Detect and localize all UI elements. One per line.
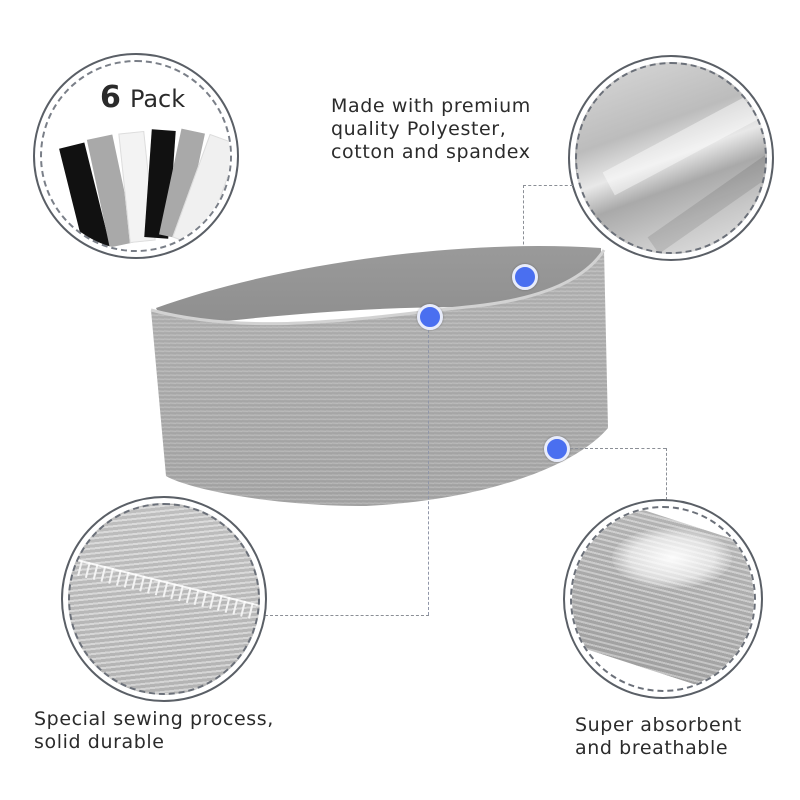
headband-stack-image <box>59 124 230 250</box>
sewing-closeup-circle <box>61 496 267 702</box>
headband-svg <box>150 246 608 506</box>
material-line-3: cotton and spandex <box>331 141 531 163</box>
sewing-line-1: Special sewing process, <box>34 708 274 730</box>
headband-product-image <box>146 238 616 508</box>
stitch-seam <box>70 556 258 630</box>
pack-title: 6 Pack <box>100 80 185 115</box>
material-line-2: quality Polyester, <box>331 118 507 140</box>
connector-sewing-vertical <box>428 330 429 615</box>
hotspot-dot-sewing[interactable] <box>417 304 443 330</box>
connector-absorbent-horizontal <box>570 448 638 449</box>
hotspot-dot-absorbent[interactable] <box>544 436 570 462</box>
connector-sewing-horizontal <box>265 615 429 616</box>
material-caption: Made with premium quality Polyester, cot… <box>331 95 531 164</box>
sewing-line-2: solid durable <box>34 731 165 753</box>
absorbent-closeup-circle <box>563 499 763 699</box>
fabric-closeup-circle <box>568 55 774 261</box>
material-line-1: Made with premium <box>331 95 531 117</box>
absorbent-line-1: Super absorbent <box>575 714 742 736</box>
water-splash <box>612 528 732 588</box>
pack-label: Pack <box>129 85 186 113</box>
absorbent-caption: Super absorbent and breathable <box>575 714 742 760</box>
hotspot-dot-material[interactable] <box>512 264 538 290</box>
connector-absorbent-vertical <box>666 448 667 500</box>
sewing-caption: Special sewing process, solid durable <box>34 708 274 754</box>
absorbent-line-2: and breathable <box>575 737 729 759</box>
connector-absorbent-horizontal-2 <box>636 448 666 449</box>
connector-material-horizontal <box>523 185 573 186</box>
six-pack-badge: 6 Pack <box>33 53 239 259</box>
connector-material-vertical <box>523 185 524 265</box>
pack-count: 6 <box>100 80 121 115</box>
